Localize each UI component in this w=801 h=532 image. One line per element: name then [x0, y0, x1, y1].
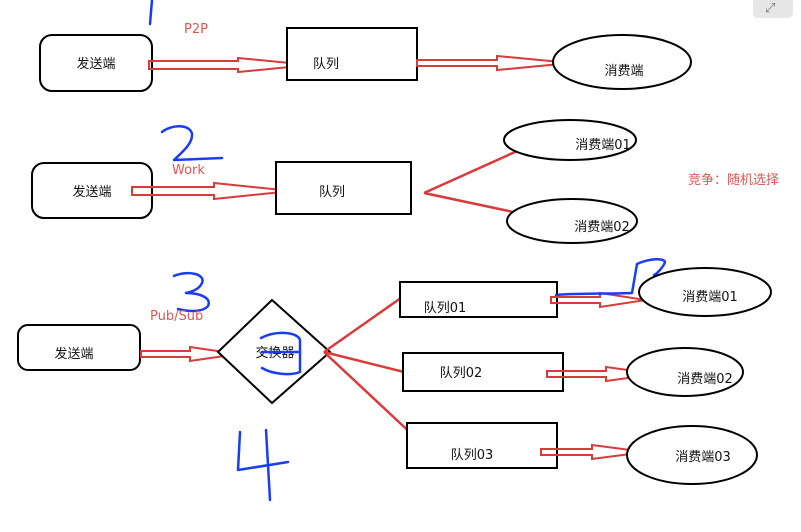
work-consumer-01-ellipse: [503, 119, 637, 161]
queue-03-label: 队列03: [451, 448, 494, 463]
work-consumer-02-label: 消费端02: [574, 220, 630, 235]
expand-button[interactable]: ⤢: [753, 0, 793, 18]
handwritten-number-4: [236, 428, 290, 502]
pubsub-arrow-sender-to-exchange: [140, 345, 239, 363]
handwritten-scribble-7: [554, 258, 667, 297]
handwritten-number-2: [160, 125, 224, 162]
line-exchange-to-queue-02: [323, 350, 409, 375]
queue-01-box: [399, 281, 558, 318]
pubsub-sender-box: [17, 324, 141, 371]
pubsub-consumer-01-label: 消费端01: [682, 290, 738, 305]
queue-01-label: 队列01: [424, 301, 467, 316]
queue-03-box: [406, 422, 558, 469]
section-p2p: P2P 发送端 队列 消费端: [39, 0, 692, 92]
queue-02-label: 队列02: [440, 366, 483, 381]
p2p-sender-box: [39, 34, 153, 92]
work-sender-box: [31, 162, 153, 219]
p2p-label: P2P: [184, 22, 208, 37]
section-work: Work 发送端 队列 消费端01 消费端02 竞争：随机选择: [31, 119, 779, 244]
handwritten-number-3: [172, 271, 210, 313]
handwritten-number-1: [148, 0, 154, 26]
work-consumer-02-ellipse: [506, 198, 638, 244]
work-queue-label: 队列: [319, 185, 345, 200]
p2p-arrow-sender-to-queue: [148, 56, 311, 74]
section-pubsub: Pub/Sub 发送端 交换器 队列01 队列02 队列03 消费端01 消费端…: [17, 258, 772, 485]
work-queue-box: [275, 161, 412, 215]
work-label: Work: [172, 163, 205, 178]
work-sender-label: 发送端: [72, 184, 111, 200]
pubsub-consumer-01-ellipse: [638, 267, 772, 317]
pubsub-consumer-03-ellipse: [626, 425, 758, 485]
p2p-queue-box: [286, 27, 418, 81]
pubsub-consumer-03-label: 消费端03: [675, 450, 731, 465]
p2p-queue-label: 队列: [313, 57, 339, 72]
arrow-queue-01-to-consumer-01: [550, 291, 647, 309]
p2p-consumer-ellipse: [552, 34, 692, 90]
pubsub-consumer-02-ellipse: [626, 347, 744, 397]
pubsub-consumer-02-label: 消费端02: [677, 372, 733, 387]
pubsub-sender-label: 发送端: [54, 346, 93, 362]
work-note: 竞争：随机选择: [688, 172, 779, 188]
handwritten-number-5: [259, 331, 302, 376]
pubsub-label: Pub/Sub: [150, 309, 203, 324]
p2p-sender-label: 发送端: [76, 56, 115, 72]
arrow-queue-03-to-consumer-03: [540, 443, 647, 461]
p2p-arrow-queue-to-consumer: [416, 54, 572, 72]
p2p-consumer-label: 消费端: [604, 64, 643, 79]
work-arrow-sender-to-queue: [131, 181, 293, 201]
expand-icon: ⤢: [765, 1, 776, 16]
line-exchange-to-queue-01: [323, 291, 409, 354]
work-consumer-01-label: 消费端01: [575, 138, 631, 153]
queue-02-box: [402, 352, 564, 392]
